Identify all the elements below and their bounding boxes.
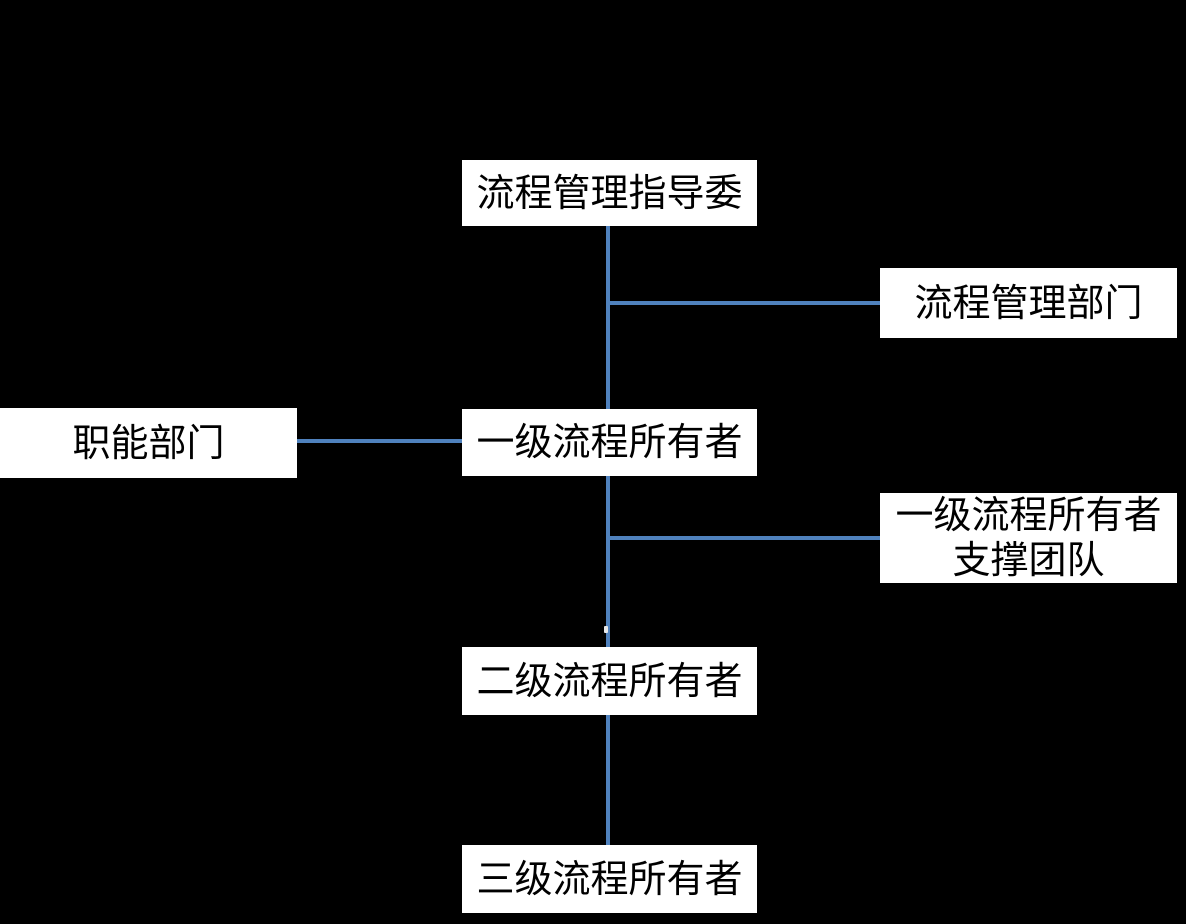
node-l2-process-owner: 二级流程所有者 [462,647,757,715]
node-l1-support-team-label-line1: 一级流程所有者 [895,493,1162,538]
connector-steering-to-l1-owner [606,226,610,409]
node-l1-support-team: 一级流程所有者 支撑团队 [880,493,1177,583]
node-l1-support-team-label: 一级流程所有者 支撑团队 [895,493,1161,583]
node-l3-process-owner-label: 三级流程所有者 [476,856,743,901]
node-process-mgmt-dept: 流程管理部门 [880,268,1177,338]
node-l1-process-owner: 一级流程所有者 [462,409,757,476]
node-steering-committee-label: 流程管理指导委 [476,170,743,215]
stray-mark [604,626,608,633]
connector-l1-owner-to-l2-owner [606,476,610,647]
connector-l1-owner-to-support-team [608,536,880,540]
node-process-mgmt-dept-label: 流程管理部门 [914,280,1143,325]
node-l2-process-owner-label: 二级流程所有者 [476,658,743,703]
node-l3-process-owner: 三级流程所有者 [462,845,757,913]
node-l1-process-owner-label: 一级流程所有者 [476,420,743,465]
node-functional-dept: 职能部门 [0,408,297,478]
node-l1-support-team-label-line2: 支撑团队 [952,538,1105,582]
connector-l2-owner-to-l3-owner [606,715,610,845]
connector-functional-dept-to-l1-owner [297,439,462,443]
node-functional-dept-label: 职能部门 [72,420,225,465]
connector-steering-to-mgmt-dept [608,301,880,305]
node-steering-committee: 流程管理指导委 [462,160,757,226]
